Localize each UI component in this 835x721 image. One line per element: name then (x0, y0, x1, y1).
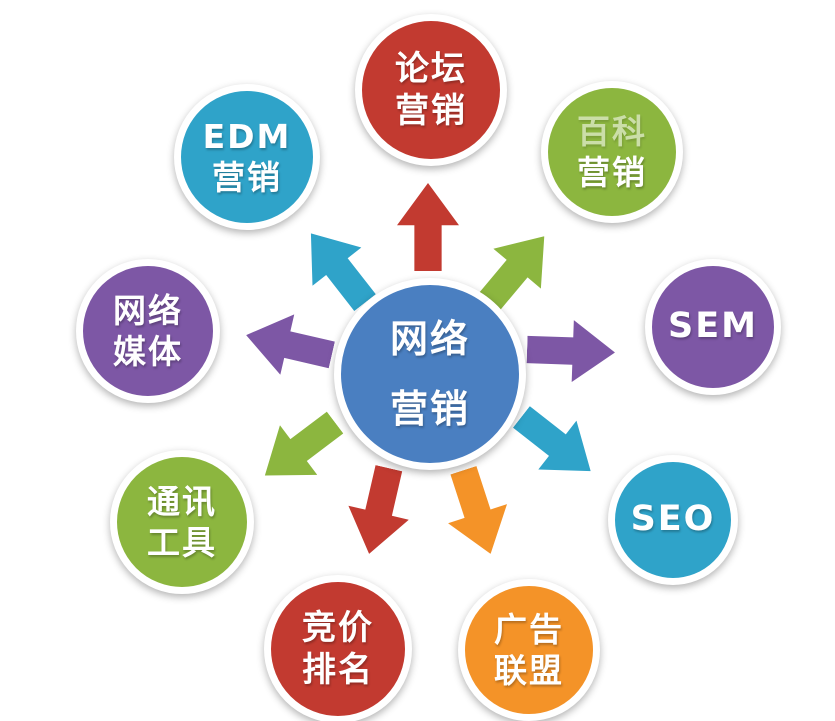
center-label-line2: 营销 (389, 387, 470, 431)
node-label-line: 营销 (212, 158, 282, 197)
node-edm-marketing: EDM 营销 (174, 84, 320, 230)
node-network-marketing-center: 网络 营销 (334, 278, 526, 470)
node-label-line: 百科 (577, 111, 647, 151)
node-label-line: 媒体 (113, 332, 183, 371)
node-label-line: 竞价 (302, 607, 374, 648)
arrow-to-network-media (239, 305, 339, 385)
node-label-line: 联盟 (494, 651, 564, 690)
arrow-to-communication-tools (246, 398, 354, 500)
node-forum-marketing: 论坛 营销 (355, 14, 507, 166)
node-label-line: 通讯 (147, 481, 217, 521)
node-seo: SEO (608, 455, 738, 585)
node-label-line: 营销 (577, 153, 647, 192)
arrow-to-sem (526, 318, 616, 383)
node-communication-tools: 通讯 工具 (110, 450, 254, 594)
arrow-to-bidding-ranking (339, 461, 419, 561)
arrow-to-ad-alliance (434, 461, 520, 564)
node-label-line: EDM (202, 116, 292, 156)
node-label-line: 论坛 (395, 48, 467, 89)
center-label-line1: 网络 (389, 316, 470, 361)
node-label-line: 广告 (494, 609, 564, 649)
node-label-line: 工具 (147, 523, 217, 562)
node-network-media: 网络 媒体 (76, 259, 220, 403)
node-sem: SEM (645, 259, 781, 395)
node-ad-alliance: 广告 联盟 (458, 579, 600, 721)
node-label-line: 网络 (113, 290, 183, 330)
node-label-line: SEM (668, 306, 758, 347)
node-label-line: 排名 (302, 650, 374, 690)
node-bidding-ranking: 竞价 排名 (264, 575, 412, 721)
node-baike-marketing: 百科 营销 (541, 81, 683, 223)
node-label-line: SEO (630, 499, 716, 540)
node-label-line: 营销 (395, 91, 467, 131)
arrow-to-forum-marketing (397, 183, 459, 271)
